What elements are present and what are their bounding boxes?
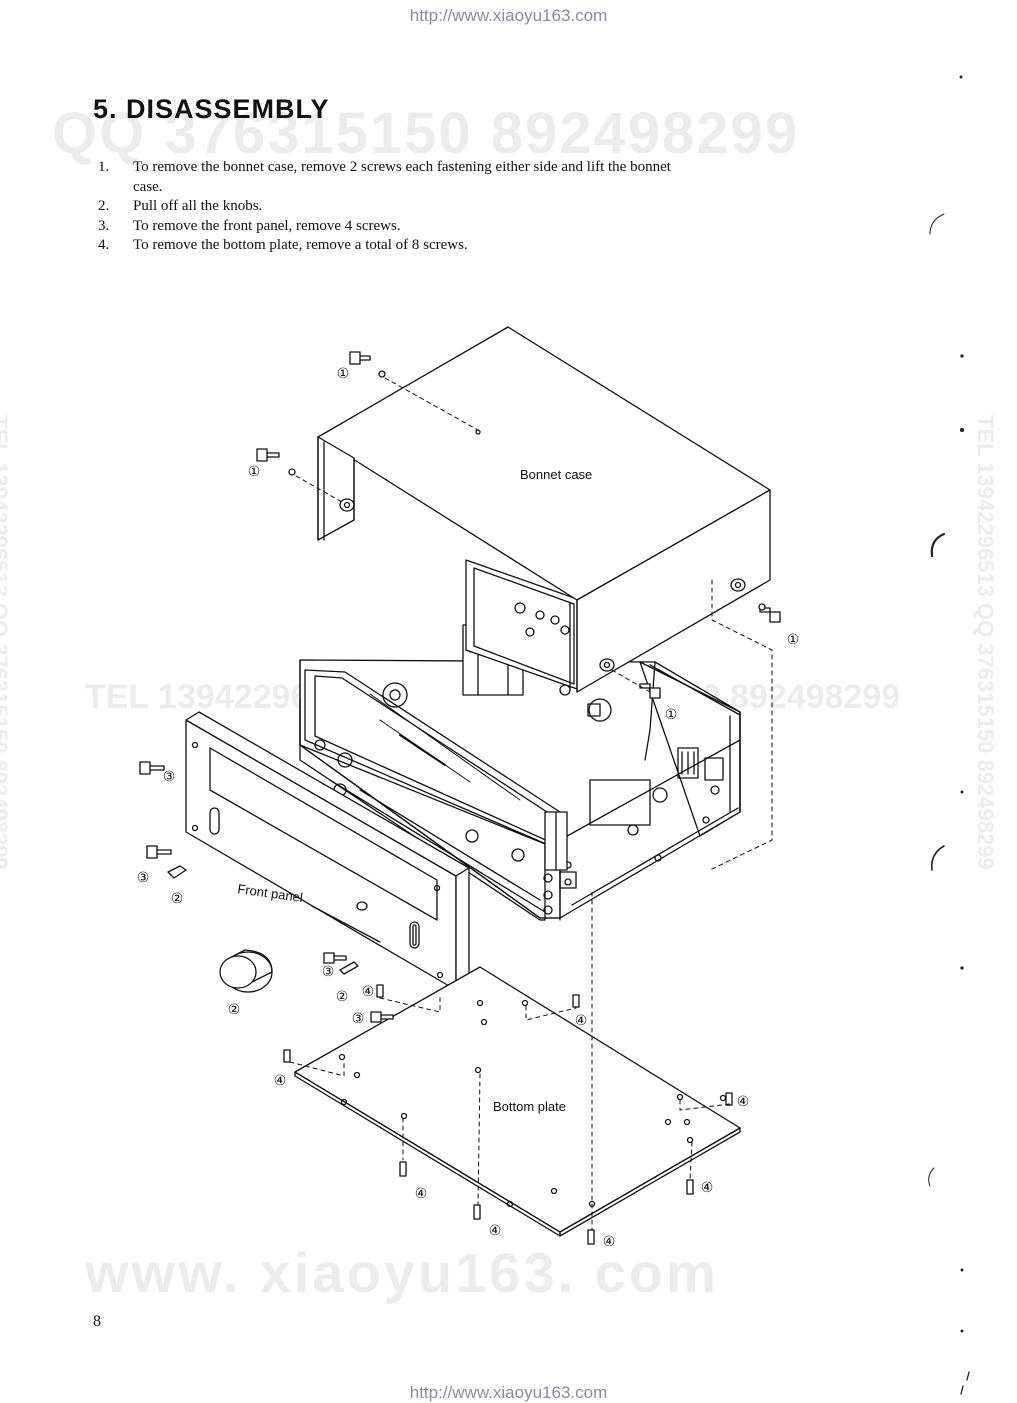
bonnet-case-label: Bonnet case <box>520 467 592 482</box>
step-text: To remove the bottom plate, remove a tot… <box>133 237 468 253</box>
callout-4: ④ <box>274 1073 287 1089</box>
step-item: 4. To remove the bottom plate, remove a t… <box>98 236 698 256</box>
watermark-qq: QQ 376315150 892498299 <box>52 101 800 166</box>
callout-1: ① <box>665 707 678 723</box>
chassis-right <box>639 661 741 837</box>
step-number: 1. <box>98 159 110 175</box>
screws <box>139 351 781 1245</box>
source-url-top: http://www.xiaoyu163.com <box>409 6 608 25</box>
callout-3: ③ <box>163 769 176 785</box>
callout-1: ① <box>787 632 800 648</box>
step-text: Pull off all the knobs. <box>133 198 263 214</box>
callouts: ① ① ① ① ③ ③ ② ③ ② ④ ③ ② ④ ④ ④ ④ ④ ④ ④ <box>137 366 800 1250</box>
callout-4: ④ <box>362 984 375 1000</box>
source-url-bottom: http://www.xiaoyu163.com <box>409 1383 608 1402</box>
callout-2: ② <box>336 989 349 1005</box>
watermark-www: www. xiaoyu163. com <box>85 1241 719 1304</box>
step-item: 3. To remove the front panel, remove 4 sc… <box>98 217 698 237</box>
bonnet-case: Bonnet case <box>317 326 771 693</box>
step-number: 2. <box>98 198 110 214</box>
callout-1: ① <box>337 366 350 382</box>
knob-large <box>219 949 273 993</box>
guide-lines <box>289 377 773 1231</box>
knob-small <box>167 865 359 975</box>
callout-4: ④ <box>489 1223 502 1239</box>
callout-4: ④ <box>415 1186 428 1202</box>
bottom-plate-label: Bottom plate <box>493 1099 566 1114</box>
step-item: 2. Pull off all the knobs. <box>98 197 698 217</box>
step-text: To remove the front panel, remove 4 scre… <box>133 217 401 234</box>
callout-4: ④ <box>575 1013 588 1029</box>
step-item: 1. To remove the bonnet case, remove 2 sc… <box>98 158 698 197</box>
callout-3: ③ <box>352 1011 365 1027</box>
callout-4: ④ <box>603 1234 616 1250</box>
page-number: 8 <box>93 1313 101 1330</box>
callout-3: ③ <box>322 964 335 980</box>
step-number: 4. <box>98 237 110 253</box>
callout-2: ② <box>171 891 184 907</box>
watermark-tel: TEL 13942296 <box>85 678 310 716</box>
bottom-plate: Bottom plate <box>294 966 741 1237</box>
callout-4: ④ <box>737 1094 750 1110</box>
step-number: 3. <box>98 217 110 234</box>
chassis <box>299 624 741 921</box>
section-heading: 5. DISASSEMBLY <box>93 94 330 124</box>
callout-3: ③ <box>137 870 150 886</box>
step-text: To remove the bonnet case, remove 2 scre… <box>133 159 671 195</box>
callout-1: ① <box>248 464 261 480</box>
callout-4: ④ <box>701 1180 714 1196</box>
front-panel: Front panel <box>185 711 470 991</box>
scan-marks <box>928 75 970 1395</box>
callout-2: ② <box>228 1002 241 1018</box>
step-list: 1. To remove the bonnet case, remove 2 sc… <box>98 158 698 256</box>
